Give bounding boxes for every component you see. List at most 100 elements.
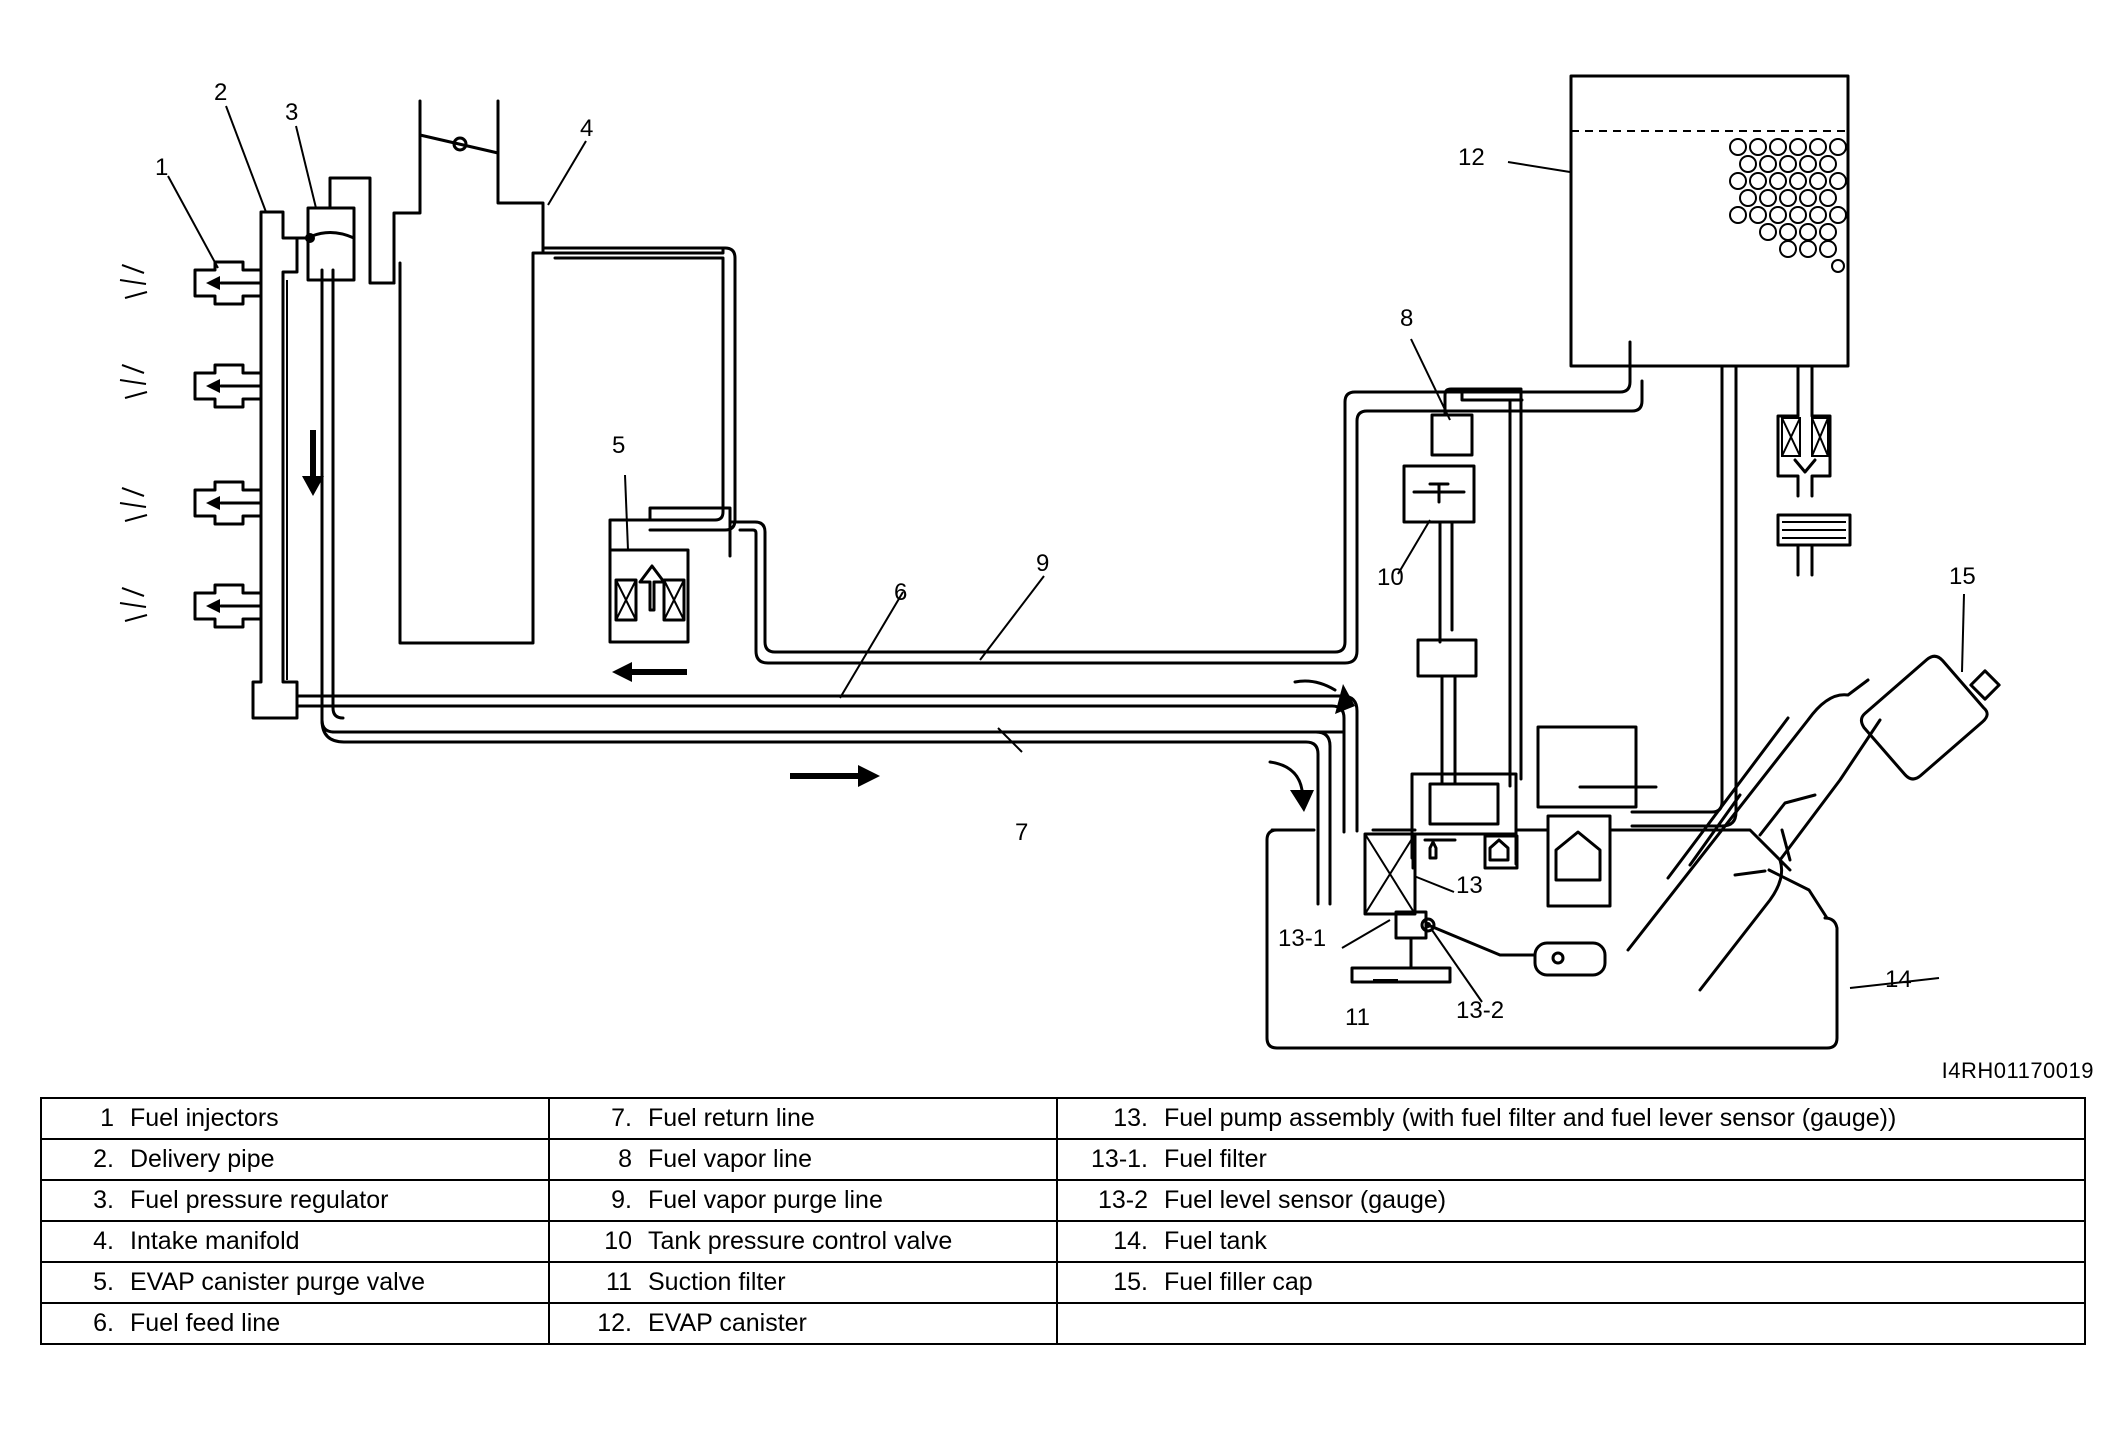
legend-label: Fuel injectors	[130, 1104, 279, 1132]
legend-label: Suction filter	[648, 1268, 786, 1296]
fuel-vapor-line	[1416, 387, 1524, 788]
callout-5: 5	[612, 432, 625, 459]
tank-pressure-control-valve	[1402, 413, 1476, 524]
callout-12: 12	[1458, 144, 1485, 171]
callout-2: 2	[214, 79, 227, 106]
legend-cell: 5. EVAP canister purge valve	[40, 1261, 550, 1304]
legend-cell: 14. Fuel tank	[1056, 1220, 2086, 1263]
callout-7: 7	[1015, 819, 1028, 846]
intake-manifold	[392, 99, 725, 645]
callout-6: 6	[894, 579, 907, 606]
legend-label: Fuel vapor line	[648, 1145, 812, 1173]
legend-cell: 10 Tank pressure control valve	[548, 1220, 1058, 1263]
legend-row: 5. EVAP canister purge valve 11 Suction fil…	[40, 1261, 2086, 1304]
legend-cell: 13.Fuel pump assembly (with fuel filter …	[1056, 1097, 2086, 1140]
evap-canister	[1569, 74, 1850, 828]
legend-row: 3. Fuel pressure regulator 9. Fuel vapor pu…	[40, 1179, 2086, 1222]
legend-cell: 7. Fuel return line	[548, 1097, 1058, 1140]
fuel-tank-outline	[1767, 868, 1829, 920]
callout-9: 9	[1036, 550, 1049, 577]
tank-top-fitting	[1536, 725, 1658, 908]
callout-1: 1	[155, 154, 168, 181]
legend-number: 3.	[93, 1186, 114, 1214]
figure-id: I4RH01170019	[1941, 1058, 2094, 1083]
legend-number: 5.	[93, 1268, 114, 1296]
fuel-filler-cap	[1859, 654, 2001, 781]
legend-number: 9.	[611, 1186, 632, 1214]
legend-label: Tank pressure control valve	[648, 1227, 953, 1255]
legend-number: 15.	[1113, 1268, 1148, 1296]
canister-vent-valve	[1776, 364, 1852, 577]
legend-label: Fuel return line	[648, 1104, 815, 1132]
callout-10: 10	[1377, 564, 1404, 591]
legend-label: Fuel vapor purge line	[648, 1186, 883, 1214]
fuel-tank	[1265, 828, 1839, 1050]
callout-13: 13	[1456, 872, 1483, 899]
callout-labels: 1 2 3 4 5 6 7 8 9 10 11 12 13 13-1 13-2 …	[155, 79, 1976, 1031]
legend-number: 4.	[93, 1227, 114, 1255]
legend-cell: 1 Fuel injectors	[40, 1097, 550, 1140]
fuel-feed-line	[295, 694, 1359, 834]
legend-label: Fuel filler cap	[1164, 1268, 1313, 1296]
legend-cell: 15. Fuel filler cap	[1056, 1261, 2086, 1304]
fuel-filler-neck	[1626, 678, 1882, 992]
fuel-vapor-purge-line	[541, 246, 1644, 665]
fuel-pump-assembly	[1350, 772, 1607, 984]
fuel-pressure-regulator	[295, 176, 396, 285]
legend-cell: 4. Intake manifold	[40, 1220, 550, 1263]
legend-cell: 6. Fuel feed line	[40, 1302, 550, 1345]
legend-number: 11	[606, 1268, 632, 1296]
legend-number: 7.	[611, 1104, 632, 1132]
legend-row: 1 Fuel injectors 7. Fuel return line 13.Fuel…	[40, 1097, 2086, 1140]
legend-number: 1	[100, 1104, 114, 1132]
legend-cell: 11 Suction filter	[548, 1261, 1058, 1304]
legend-number: 8	[618, 1145, 632, 1173]
legend-label: Intake manifold	[130, 1227, 300, 1255]
legend-row: 6. Fuel feed line 12. EVAP canister	[40, 1302, 2086, 1345]
legend-number: 6.	[93, 1309, 114, 1337]
legend-number: 10	[604, 1227, 632, 1255]
legend-cell: 2. Delivery pipe	[40, 1138, 550, 1181]
fuel-return-line	[320, 268, 1346, 906]
legend-cell: 8 Fuel vapor line	[548, 1138, 1058, 1181]
legend-cell: 3. Fuel pressure regulator	[40, 1179, 550, 1222]
legend-number: 13-2	[1097, 1186, 1148, 1214]
legend-cell: 13-2 Fuel level sensor (gauge)	[1056, 1179, 2086, 1222]
legend-number: 13-1.	[1091, 1145, 1148, 1173]
flow-arrows	[302, 430, 1355, 812]
legend-label: Fuel feed line	[130, 1309, 281, 1337]
legend-number: 2.	[93, 1145, 114, 1173]
charcoal-granules	[1729, 138, 1847, 273]
legend-number: 12.	[597, 1309, 632, 1337]
legend-cell: 9. Fuel vapor purge line	[548, 1179, 1058, 1222]
leader-lines	[167, 105, 1965, 1003]
legend-row: 4. Intake manifold 10 Tank pressure control…	[40, 1220, 2086, 1263]
delivery-pipe	[251, 210, 299, 720]
callout-15: 15	[1949, 563, 1976, 590]
legend-label: Delivery pipe	[130, 1145, 275, 1173]
evap-canister-purge-valve	[608, 506, 732, 644]
callout-4: 4	[580, 115, 593, 142]
legend-number: 14.	[1113, 1227, 1148, 1255]
injector-spray-marks	[119, 264, 148, 622]
legend-cell: 13-1. Fuel filter	[1056, 1138, 2086, 1181]
legend-label: Fuel filter	[1164, 1145, 1267, 1173]
legend-label: Fuel pressure regulator	[130, 1186, 389, 1214]
legend-number: 13.	[1113, 1104, 1148, 1132]
callout-13-2: 13-2	[1456, 997, 1504, 1024]
legend-row: 2. Delivery pipe 8 Fuel vapor line 13-1. Fuel…	[40, 1138, 2086, 1181]
callout-3: 3	[285, 99, 298, 126]
legend-label: EVAP canister	[648, 1309, 807, 1337]
callout-14: 14	[1885, 966, 1912, 993]
legend-cell: 12. EVAP canister	[548, 1302, 1058, 1345]
callout-11: 11	[1345, 1004, 1370, 1031]
legend-label: Fuel level sensor (gauge)	[1164, 1186, 1447, 1214]
callout-8: 8	[1400, 305, 1413, 332]
legend-label: EVAP canister purge valve	[130, 1268, 426, 1296]
fuel-system-diagram: 1 2 3 4 5 6 7 8 9 10 11 12 13 13-1 13-2 …	[119, 74, 2001, 1050]
fuel-injectors	[193, 260, 263, 629]
legend-label: Fuel tank	[1164, 1227, 1267, 1255]
legend-cell	[1056, 1302, 2086, 1345]
